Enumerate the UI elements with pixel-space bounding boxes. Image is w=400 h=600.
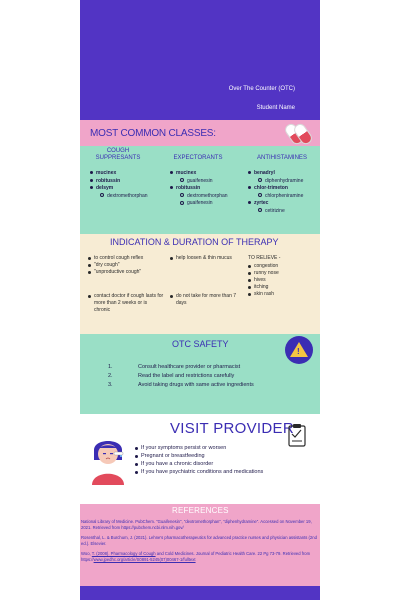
list-subitem: cetirizine xyxy=(265,207,285,214)
reference-link[interactable]: T. (2008). Pharmacology of Cough xyxy=(91,551,156,557)
list-number: 3. xyxy=(108,382,113,388)
clipboard-icon xyxy=(288,424,306,447)
list-item: contact doctor if cough lasts for more t… xyxy=(88,293,164,314)
list-item: chlor-trimeton xyxy=(254,185,288,191)
classes-section xyxy=(80,146,320,234)
indication-cough-list: to control cough reflex "dry cough" "unp… xyxy=(88,255,168,276)
classes-banner xyxy=(80,120,320,146)
list-number: 1. xyxy=(108,364,113,370)
references-section xyxy=(80,516,320,586)
list-item: Consult healthcare provider or pharmacis… xyxy=(138,364,241,370)
relieve-heading: TO RELIEVE - xyxy=(248,255,281,261)
visit-title: VISIT PROVIDER xyxy=(170,420,294,437)
expectorants-heading: EXPECTORANTS xyxy=(173,155,223,161)
list-item: Read the label and restrictions carefull… xyxy=(138,373,235,379)
list-number: 2. xyxy=(108,373,113,379)
infographic: Over The Counter (OTC) Student Name MOST… xyxy=(80,0,320,600)
list-item: to control cough reflex xyxy=(88,255,168,262)
header-subtitle: Over The Counter (OTC) xyxy=(228,86,295,92)
cough-suppressants-heading: COUGH SUPPRESANTS xyxy=(95,148,141,161)
list-item: If you have psychiatric conditions and m… xyxy=(135,468,285,476)
pill-icon xyxy=(282,121,315,147)
indication-section xyxy=(80,234,320,334)
reference-text: Woo, xyxy=(81,551,92,557)
list-item: "dry cough" xyxy=(88,262,168,269)
antihistamines-heading: ANTIHISTAMINES xyxy=(257,155,307,161)
list-item: mucinex xyxy=(176,170,197,176)
antihistamines-list: benadryl diphenhydramine chlor-trimeton … xyxy=(248,170,320,215)
list-item: Avoid taking drugs with same active ingr… xyxy=(138,382,254,388)
list-subitem: guaifenesin xyxy=(187,200,213,206)
classes-title: MOST COMMON CLASSES: xyxy=(90,128,216,139)
list-item: If you have a chronic disorder xyxy=(135,460,285,468)
references-title: REFERENCES xyxy=(172,506,229,515)
safety-title: OTC SAFETY xyxy=(172,339,229,349)
cough-suppressants-list: mucinex robitussin delsym dextromethorph… xyxy=(90,170,152,200)
list-item: skin rash xyxy=(248,291,318,298)
header xyxy=(80,0,320,120)
list-subitem: diphenhydramine xyxy=(265,177,304,184)
list-item: delsym xyxy=(96,185,114,191)
references-list: National Library of Medicine. PubChem. "… xyxy=(81,519,317,568)
relieve-list: congestion runny nose hives itching skin… xyxy=(248,263,318,298)
list-subitem: dextromethorphan xyxy=(107,192,148,199)
sick-person-icon xyxy=(92,441,124,485)
safety-list: 1. Consult healthcare provider or pharmac… xyxy=(108,363,254,390)
list-subitem: dextromethorphan xyxy=(187,192,228,199)
list-subitem: guaifenesin xyxy=(187,177,213,184)
list-item-continued: "unproductive cough" xyxy=(88,269,168,276)
list-item: do not take for more than 7 days xyxy=(170,293,242,307)
reference-item: Woo, T. (2008). Pharmacology of Cough an… xyxy=(81,551,317,562)
reference-url-link[interactable]: www.jpedhc.org/article/S0891-5245(07)004… xyxy=(93,556,196,562)
reference-item: National Library of Medicine. PubChem. "… xyxy=(81,519,312,530)
list-item: robitussin xyxy=(176,185,201,191)
list-item: itching xyxy=(248,284,318,291)
list-item: mucinex xyxy=(96,170,117,176)
warning-icon: ! xyxy=(285,336,313,364)
visit-list: If your symptoms persist or worsen Pregn… xyxy=(135,444,285,476)
indication-expectorant-list-2: do not take for more than 7 days xyxy=(170,293,242,307)
list-item: Pregnant or breastfeeding xyxy=(135,452,285,460)
list-item: congestion xyxy=(248,263,318,270)
list-item: runny nose xyxy=(248,270,318,277)
list-item: zyrtec xyxy=(254,200,269,206)
expectorants-list: mucinex guaifenesin robitussin dextromet… xyxy=(170,170,240,208)
references-banner xyxy=(80,504,320,516)
safety-section xyxy=(80,334,320,414)
list-item: hives xyxy=(248,277,318,284)
list-item: benadryl xyxy=(254,170,275,176)
student-name: Student Name xyxy=(256,105,295,111)
reference-item: Rosenthal, L. & Burchum, J. (2021). Lehn… xyxy=(81,535,317,546)
list-subitem: chlorpheniramine xyxy=(265,192,304,199)
list-item: If your symptoms persist or worsen xyxy=(135,444,285,452)
reference-text: and Cold Medicines. Journal of Pediatric… xyxy=(81,551,311,562)
indication-cough-list-2: contact doctor if cough lasts for more t… xyxy=(88,293,164,314)
indication-title: INDICATION & DURATION OF THERAPY xyxy=(110,237,279,247)
list-item: robitussin xyxy=(96,177,121,184)
indication-expectorant-list: help loosen & thin mucus xyxy=(170,255,242,262)
list-item: help loosen & thin mucus xyxy=(170,255,242,262)
